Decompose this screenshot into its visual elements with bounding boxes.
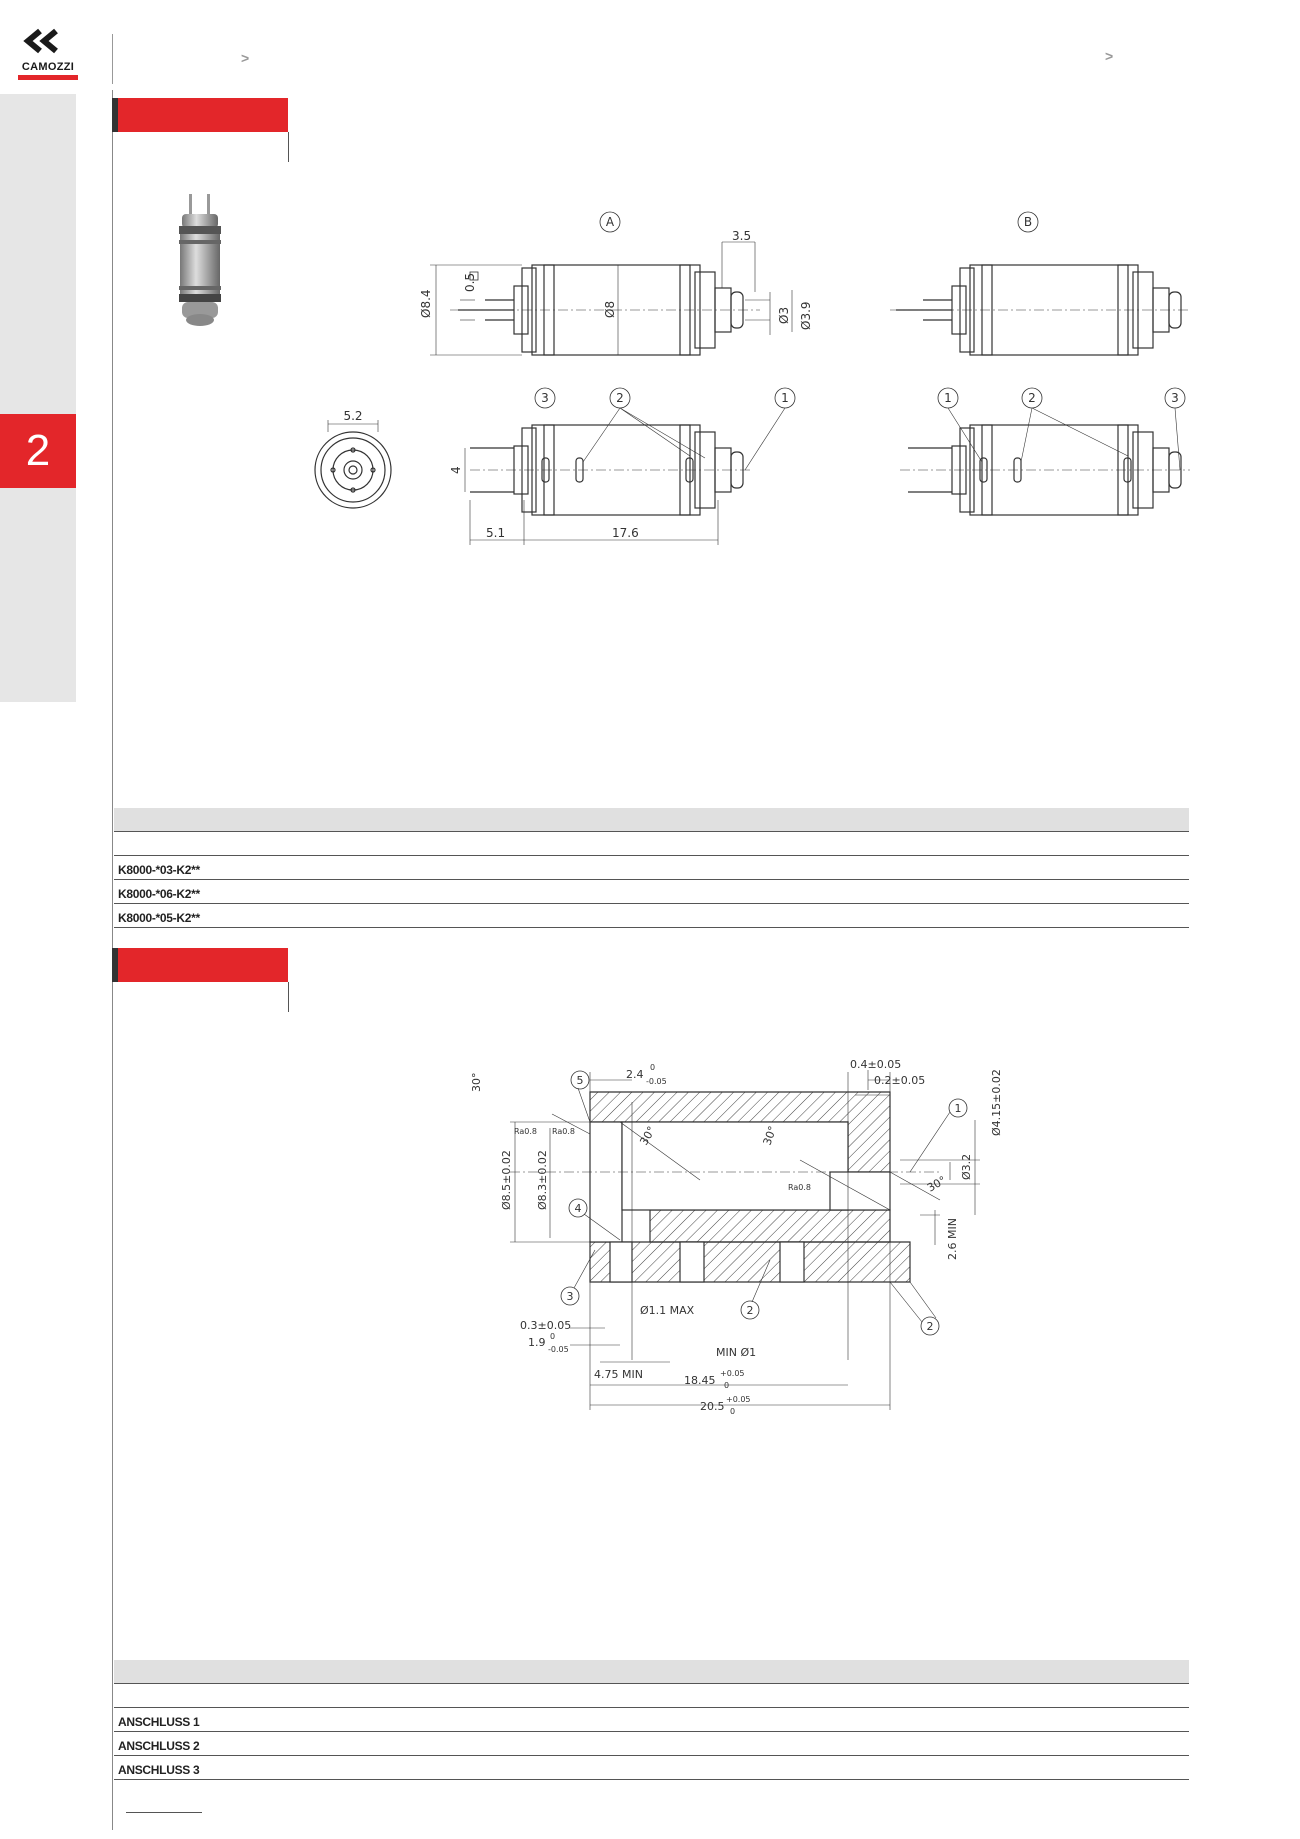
table-row: ANSCHLUSS 1 — [114, 1707, 1189, 1732]
callout-4: 4 — [575, 1202, 582, 1215]
roughness-label: Ra0.8 — [788, 1183, 811, 1192]
product-photo — [179, 194, 221, 326]
dim-label: 17.6 — [612, 526, 639, 540]
dim-tol: 0 — [730, 1407, 735, 1416]
callout-3: 3 — [567, 1290, 574, 1303]
section-header-rule — [288, 982, 289, 1012]
camozzi-mark-icon — [23, 28, 58, 54]
valve-dimension-drawing: A B 3.5 Ø8.4 0.5 Ø8 Ø3 Ø3.9 5.2 4 5.1 17… — [314, 211, 1190, 545]
callout-1: 1 — [955, 1102, 962, 1115]
callout-3: 3 — [1171, 391, 1179, 405]
angle-label: 30° — [470, 1073, 483, 1093]
callout-2: 2 — [616, 391, 624, 405]
cavity-dimension-drawing: 30° 30° 30° 30° 2.4 0 -0.05 0.4±0.05 0.2… — [470, 1058, 1003, 1416]
view-label-a: A — [606, 215, 615, 229]
angle-label: 30° — [761, 1124, 780, 1147]
brand-name: CAMOZZI — [21, 61, 75, 73]
model-code: K8000-*06-K2** — [114, 879, 1189, 904]
camozzi-logo: CAMOZZI — [18, 28, 78, 80]
dim-label: 0.3±0.05 — [520, 1319, 571, 1332]
dim-label: 0.5 — [463, 273, 477, 292]
view-label-b: B — [1024, 215, 1032, 229]
dim-label: 5.2 — [343, 409, 362, 423]
callout-2: 2 — [747, 1304, 754, 1317]
dim-tol: +0.05 — [726, 1395, 751, 1404]
dim-label: 2.4 — [626, 1068, 644, 1081]
roughness-label: Ra0.8 — [514, 1127, 537, 1136]
table-subheader-row — [114, 831, 1189, 856]
port-name: ANSCHLUSS 2 — [114, 1731, 1189, 1756]
chapter-tab[interactable]: 2 — [0, 414, 76, 488]
dim-tol: -0.05 — [646, 1077, 667, 1086]
dim-tol: -0.05 — [548, 1345, 569, 1354]
dim-tol: 0 — [650, 1063, 655, 1072]
table-row: K8000-*03-K2** — [114, 855, 1189, 880]
table-header-row — [114, 1660, 1189, 1684]
angle-label: 30° — [925, 1174, 948, 1195]
dim-label: Ø3 — [777, 307, 791, 324]
dim-label: MIN Ø1 — [716, 1346, 756, 1359]
section-header-2 — [112, 948, 288, 982]
dim-label: 3.5 — [732, 229, 751, 243]
dim-label: Ø1.1 MAX — [640, 1304, 695, 1317]
callout-3: 3 — [541, 391, 549, 405]
model-table: K8000-*03-K2** K8000-*06-K2** K8000-*05-… — [114, 808, 1189, 928]
table-row: ANSCHLUSS 3 — [114, 1755, 1189, 1780]
port-name: ANSCHLUSS 1 — [114, 1707, 1189, 1732]
section-header-1 — [112, 98, 288, 132]
dim-label: Ø3.9 — [799, 301, 813, 330]
breadcrumb-chevron-icon: > — [1105, 48, 1114, 64]
dim-tol: +0.05 — [720, 1369, 745, 1378]
roughness-label: Ra0.8 — [552, 1127, 575, 1136]
model-code: K8000-*03-K2** — [114, 855, 1189, 880]
dim-label: 20.5 — [700, 1400, 725, 1413]
dim-label: Ø8.4 — [419, 289, 433, 318]
table-row: ANSCHLUSS 2 — [114, 1731, 1189, 1756]
dim-label: Ø8.5±0.02 — [500, 1150, 513, 1210]
callout-1: 1 — [944, 391, 952, 405]
breadcrumb-chevron-icon: > — [241, 50, 250, 66]
section-header-rule — [288, 132, 289, 162]
callout-2: 2 — [927, 1320, 934, 1333]
dim-label: 0.4±0.05 — [850, 1058, 901, 1071]
dim-label: 0.2±0.05 — [874, 1074, 925, 1087]
dim-label: Ø3.2 — [960, 1154, 973, 1180]
table-header-row — [114, 808, 1189, 832]
dim-tol: 0 — [550, 1332, 555, 1341]
brand-bar — [18, 75, 78, 80]
model-code: K8000-*05-K2** — [114, 903, 1189, 928]
table-row: K8000-*05-K2** — [114, 903, 1189, 928]
table-row: K8000-*06-K2** — [114, 879, 1189, 904]
dim-tol: 0 — [724, 1381, 729, 1390]
dim-label: Ø8.3±0.02 — [536, 1150, 549, 1210]
dim-label: Ø4.15±0.02 — [990, 1069, 1003, 1136]
dim-label: 1.9 — [528, 1336, 546, 1349]
port-name: ANSCHLUSS 3 — [114, 1755, 1189, 1780]
port-table: ANSCHLUSS 1 ANSCHLUSS 2 ANSCHLUSS 3 — [114, 1660, 1189, 1780]
callout-2: 2 — [1028, 391, 1036, 405]
callout-1: 1 — [781, 391, 789, 405]
footer-rule — [126, 1812, 202, 1813]
header-divider — [112, 34, 113, 84]
dim-label: 5.1 — [486, 526, 505, 540]
dim-label: 4.75 MIN — [594, 1368, 643, 1381]
callout-5: 5 — [577, 1074, 584, 1087]
dim-label: 4 — [449, 466, 463, 474]
dim-label: Ø8 — [603, 301, 617, 318]
dim-label: 18.45 — [684, 1374, 716, 1387]
chapter-sidebar — [0, 94, 76, 702]
table-subheader-row — [114, 1683, 1189, 1708]
dim-label: 2.6 MIN — [946, 1218, 959, 1260]
